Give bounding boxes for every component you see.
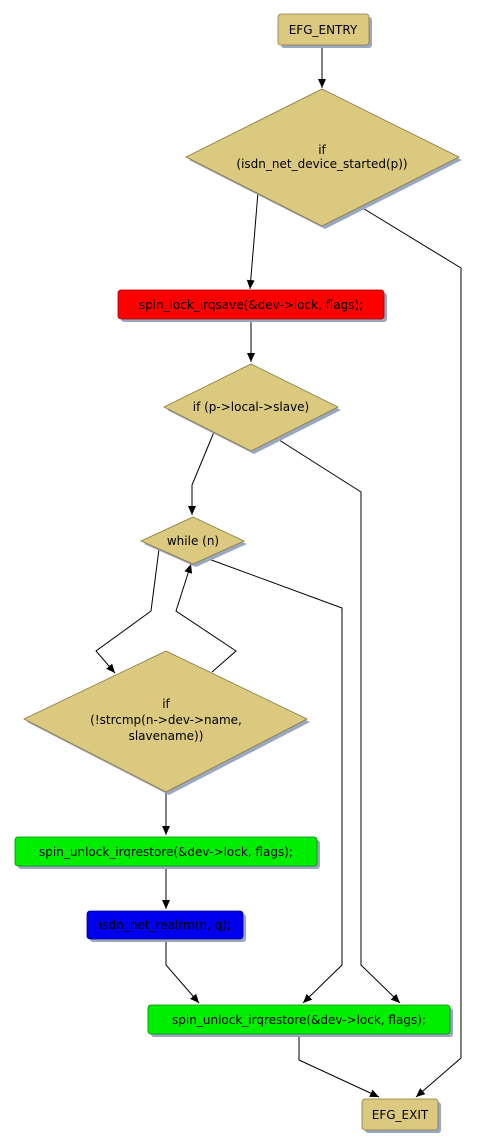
node-exit-box	[361, 1098, 439, 1131]
node-while[interactable]: while (n)	[140, 516, 247, 567]
node-if-slave-label: if (p->local->slave)	[193, 400, 310, 414]
node-entry[interactable]: EFG_ENTRY	[277, 13, 372, 48]
edge-while-exit-to-unlock-outer	[205, 557, 343, 1004]
node-if-started-line-1: if	[318, 143, 326, 157]
node-if-started[interactable]: if (isdn_net_device_started(p))	[185, 88, 462, 229]
node-lock[interactable]: spin_lock_irqsave(&dev->lock, flags);	[117, 289, 387, 322]
edge-if-started-false-to-exit	[360, 206, 462, 1098]
node-exit[interactable]: EFG_EXIT	[361, 1098, 441, 1133]
node-if-slave-diamond	[163, 363, 339, 452]
node-unlock-outer-label: spin_unlock_irqrestore(&dev->lock, flags…	[172, 1013, 426, 1027]
edge-while-body-to-if-strcmp	[95, 548, 160, 674]
node-while-diamond	[140, 516, 245, 565]
node-realrm[interactable]: isdn_net_realrm(n, q);	[86, 910, 246, 942]
edge-unlock-outer-to-exit	[298, 1034, 380, 1098]
edges	[95, 46, 462, 1098]
node-unlock-inner[interactable]: spin_unlock_irqrestore(&dev->lock, flags…	[14, 836, 320, 869]
node-if-strcmp[interactable]: if (!strcmp(n->dev->name, slavename))	[23, 650, 310, 795]
node-exit-label: EFG_EXIT	[372, 1108, 429, 1122]
node-if-strcmp-line-1: if	[162, 697, 170, 711]
node-if-slave[interactable]: if (p->local->slave)	[163, 363, 341, 454]
node-unlock-outer-box	[147, 1004, 451, 1035]
node-if-started-line-2: (isdn_net_device_started(p))	[236, 157, 407, 171]
node-entry-box	[277, 13, 370, 46]
node-if-strcmp-diamond	[23, 650, 308, 793]
edge-if-slave-true-to-while	[188, 431, 215, 515]
node-entry-label: EFG_ENTRY	[289, 23, 358, 37]
node-while-label: while (n)	[167, 534, 219, 548]
edge-if-strcmp-back-to-while	[175, 563, 237, 673]
node-if-strcmp-line-3: slavename))	[129, 729, 204, 743]
edge-if-started-true-to-lock	[246, 191, 259, 290]
node-if-started-diamond	[185, 88, 460, 227]
node-realrm-box	[86, 910, 244, 940]
node-if-strcmp-line-2: (!strcmp(n->dev->name,	[90, 713, 242, 727]
node-lock-label: spin_lock_irqsave(&dev->lock, flags);	[139, 298, 363, 312]
edge-if-slave-false-to-unlock-outer	[275, 437, 401, 1004]
node-lock-box	[117, 289, 385, 320]
node-unlock-inner-label: spin_unlock_irqrestore(&dev->lock, flags…	[39, 845, 293, 859]
node-unlock-outer[interactable]: spin_unlock_irqrestore(&dev->lock, flags…	[147, 1004, 453, 1037]
edge-realrm-to-unlock-outer	[165, 941, 200, 1004]
node-realrm-label: isdn_net_realrm(n, q);	[99, 918, 231, 932]
node-unlock-inner-box	[14, 836, 318, 867]
